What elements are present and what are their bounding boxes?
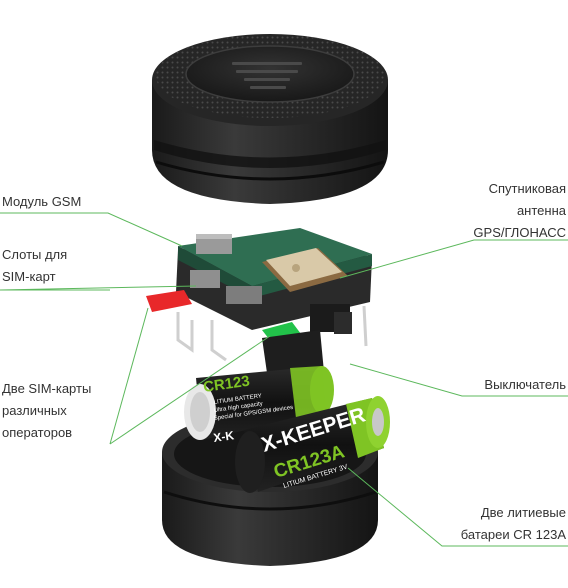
sim-card-red	[146, 290, 192, 312]
leader-sim-green	[109, 335, 271, 445]
leader-batteries	[347, 467, 568, 547]
battery-back-brand: X-K	[212, 428, 235, 445]
top-housing-cap	[152, 34, 388, 204]
leader-gsm	[0, 212, 183, 247]
label-batteries: Две литиевые батареи CR 123A	[460, 505, 566, 542]
label-switch: Выключатель	[484, 377, 566, 392]
leader-switch	[349, 363, 568, 397]
battery-front: X-KEEPER CR123A LITIUM BATTERY 3V	[235, 396, 390, 493]
leader-lines	[0, 212, 568, 547]
label-gsm-module: Модуль GSM	[2, 194, 82, 209]
battery-back: CR123 LITIUM BATTERY Ultra high capacity…	[184, 366, 334, 445]
label-sim-slots: Слоты для SIM-карт	[2, 247, 68, 284]
label-two-sims: Две SIM-карты различных операторов	[2, 381, 92, 440]
sim-slot-1	[190, 270, 220, 288]
leader-sim-red	[109, 307, 149, 445]
label-antenna: Спутниковая антенна GPS/ГЛОНАСС	[473, 181, 566, 240]
battery-back-model: CR123	[202, 373, 251, 396]
leader-sim-slots	[0, 285, 197, 291]
circuit-board	[176, 228, 372, 334]
battery-contacts	[176, 305, 368, 362]
sim-slot-2	[226, 286, 262, 304]
gps-antenna-patch	[262, 248, 348, 292]
leader-antenna	[339, 239, 568, 279]
